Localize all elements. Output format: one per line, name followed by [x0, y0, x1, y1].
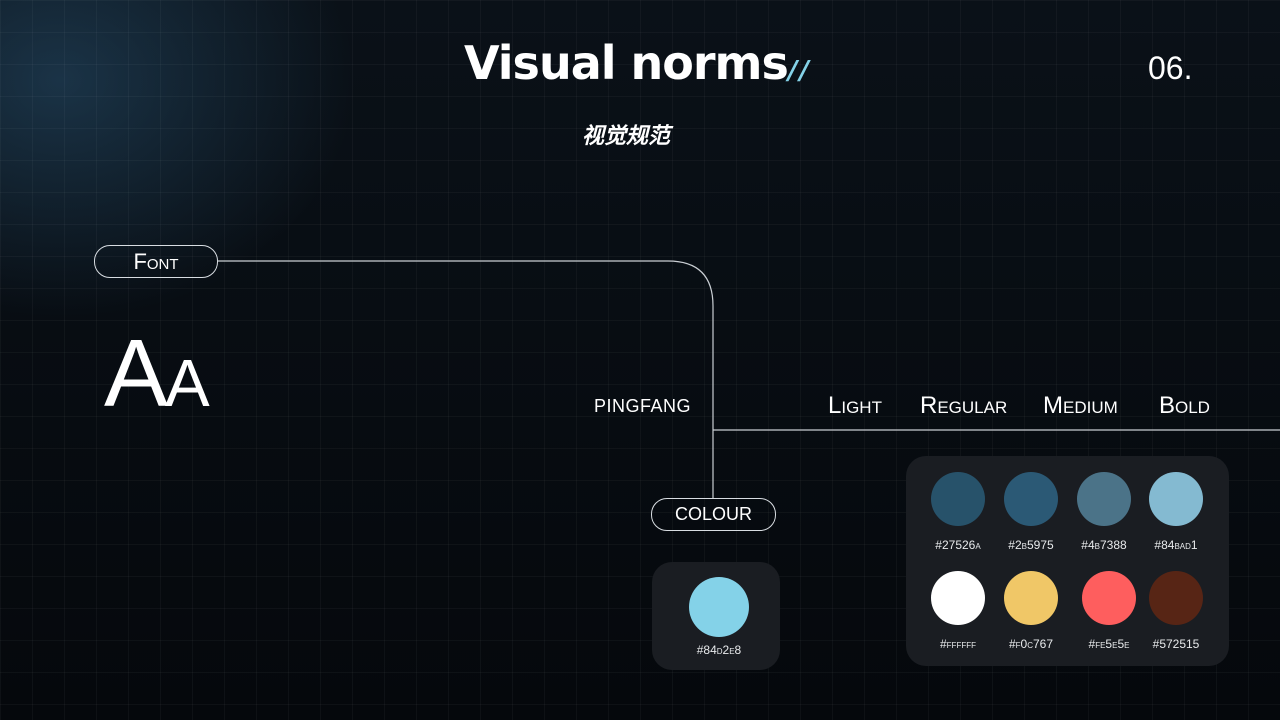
colour-section-label: COLOUR: [651, 498, 776, 531]
page-title: Visual norms: [464, 36, 789, 90]
palette-swatch-3: [1077, 472, 1131, 526]
title-slash-decoration: //: [788, 56, 811, 86]
font-family-name: PINGFANG: [594, 396, 692, 416]
palette-hex-4: #84bad1: [1154, 538, 1198, 552]
palette-hex-8: #572515: [1152, 637, 1200, 651]
font-weight-bold: Bold: [1159, 392, 1210, 419]
page-number: 06.: [1148, 50, 1193, 86]
primary-colour-hex: #84d2e8: [696, 643, 742, 657]
primary-colour-swatch: [689, 577, 749, 637]
palette-swatch-5: [931, 571, 985, 625]
font-weight-medium: Medium: [1043, 392, 1118, 419]
page-subtitle: 视觉规范: [582, 124, 671, 149]
palette-swatch-2: [1004, 472, 1058, 526]
colour-palette-card: #27526a #2b5975 #4b7388 #84bad1 #ffffff …: [906, 456, 1229, 666]
primary-colour-card: #84d2e8: [652, 562, 780, 670]
palette-hex-1: #27526a: [935, 538, 981, 552]
font-sample: Aa: [104, 320, 210, 427]
palette-swatch-8: [1149, 571, 1203, 625]
palette-hex-7: #fe5e5e: [1088, 637, 1130, 651]
palette-swatch-4: [1149, 472, 1203, 526]
palette-swatch-7: [1082, 571, 1136, 625]
palette-hex-2: #2b5975: [1008, 538, 1054, 552]
font-weight-light: Light: [828, 392, 882, 419]
palette-hex-6: #f0c767: [1008, 637, 1054, 651]
font-weight-regular: Regular: [920, 392, 1008, 419]
palette-swatch-6: [1004, 571, 1058, 625]
palette-swatch-1: [931, 472, 985, 526]
palette-hex-3: #4b7388: [1081, 538, 1127, 552]
font-connector-line: [218, 260, 714, 498]
font-label-text: Font: [133, 248, 179, 274]
palette-hex-5: #ffffff: [940, 637, 976, 651]
font-section-label: Font: [94, 245, 218, 278]
colour-label-text: COLOUR: [674, 504, 752, 524]
